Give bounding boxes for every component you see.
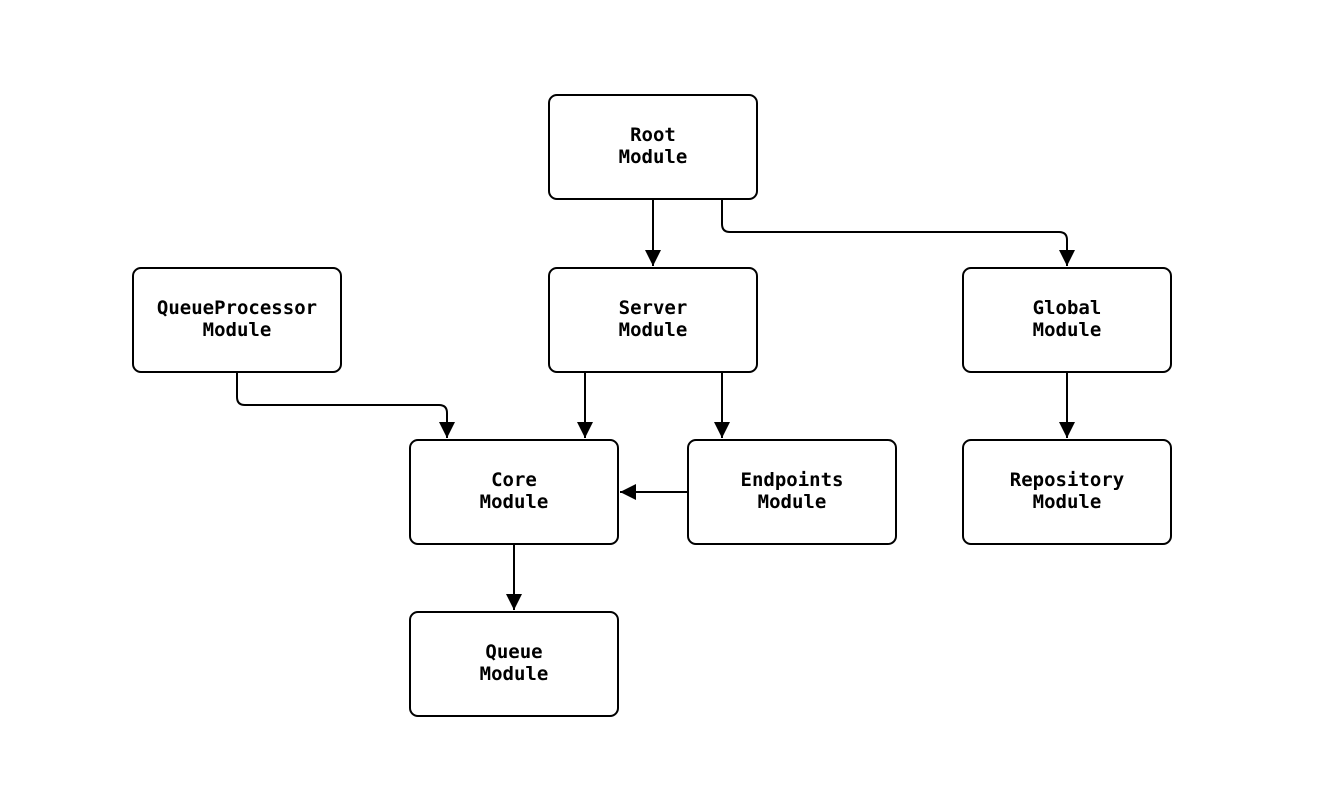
node-queueprocessor-module-label-line2: Module bbox=[203, 319, 272, 341]
node-core-module-label-line2: Module bbox=[480, 491, 549, 513]
node-global-module: Global Module bbox=[962, 267, 1172, 373]
node-endpoints-module-label-line1: Endpoints bbox=[741, 469, 844, 491]
node-server-module-label-line1: Server bbox=[619, 297, 688, 319]
node-repository-module-label-line2: Module bbox=[1033, 491, 1102, 513]
node-repository-module-label-line1: Repository bbox=[1010, 469, 1124, 491]
edge-root-to-global bbox=[721, 199, 1075, 266]
node-global-module-box bbox=[962, 267, 1172, 373]
node-server-module-box bbox=[548, 267, 758, 373]
node-endpoints-module-box bbox=[687, 439, 897, 545]
node-queueprocessor-module-label-line1: QueueProcessor bbox=[157, 297, 317, 319]
node-queue-module-label-line1: Queue bbox=[485, 641, 542, 663]
node-queueprocessor-module-box bbox=[132, 267, 342, 373]
node-root-module: Root Module bbox=[548, 94, 758, 200]
edge-queueprocessor-to-core bbox=[236, 372, 455, 438]
node-core-module: Core Module bbox=[409, 439, 619, 545]
node-queue-module: Queue Module bbox=[409, 611, 619, 717]
node-repository-module-box bbox=[962, 439, 1172, 545]
node-core-module-box bbox=[409, 439, 619, 545]
node-root-module-label-line1: Root bbox=[630, 124, 676, 146]
node-server-module: Server Module bbox=[548, 267, 758, 373]
node-endpoints-module: Endpoints Module bbox=[687, 439, 897, 545]
node-global-module-label-line1: Global bbox=[1033, 297, 1102, 319]
node-queue-module-label-line2: Module bbox=[480, 663, 549, 685]
node-server-module-label-line2: Module bbox=[619, 319, 688, 341]
node-queue-module-box bbox=[409, 611, 619, 717]
node-root-module-box bbox=[548, 94, 758, 200]
node-global-module-label-line2: Module bbox=[1033, 319, 1102, 341]
node-repository-module: Repository Module bbox=[962, 439, 1172, 545]
node-queueprocessor-module: QueueProcessor Module bbox=[132, 267, 342, 373]
node-endpoints-module-label-line2: Module bbox=[758, 491, 827, 513]
node-root-module-label-line2: Module bbox=[619, 146, 688, 168]
node-core-module-label-line1: Core bbox=[491, 469, 537, 491]
